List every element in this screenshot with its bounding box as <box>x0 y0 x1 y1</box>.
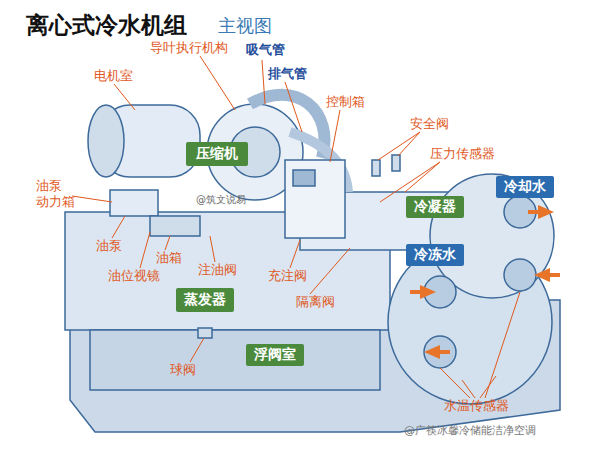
motor-end <box>88 105 124 177</box>
part-label: @筑文说易 <box>196 193 246 206</box>
part-label: 导叶执行机构 <box>150 40 228 56</box>
part-label: 安全阀 <box>410 116 449 132</box>
part-label: 油箱 <box>156 250 182 266</box>
ball-valve <box>198 328 212 338</box>
part-tag-text: 浮阀室 <box>254 346 296 364</box>
suction-pipe <box>250 95 324 158</box>
nozzle <box>424 336 456 368</box>
part-tag: 浮阀室 <box>246 344 304 366</box>
part-label: 球阀 <box>170 362 196 378</box>
safety-valve <box>372 160 380 176</box>
part-tag: 冷却水 <box>496 176 554 198</box>
part-label: 水温传感器 <box>444 398 509 414</box>
flow-arrows <box>410 205 560 359</box>
part-tag-text: 蒸发器 <box>184 291 226 309</box>
part-label: 电机室 <box>94 68 133 84</box>
oil-tank <box>150 216 200 236</box>
safety-valve <box>392 155 400 171</box>
part-label: 压力传感器 <box>430 146 495 162</box>
part-label: 油泵 <box>96 238 122 254</box>
part-label: 排气管 <box>268 66 307 82</box>
part-label: 油位视镜 <box>108 268 160 284</box>
part-tag-text: 冷冻水 <box>414 246 456 264</box>
part-label: 油泵 动力箱 <box>36 178 76 210</box>
control-box <box>285 160 345 238</box>
nozzle <box>504 259 536 291</box>
control-screen <box>293 170 315 186</box>
diagram-title: 离心式冷水机组 <box>26 10 187 41</box>
part-tag-text: 冷凝器 <box>414 198 456 216</box>
part-label: 注油阀 <box>198 262 237 278</box>
float-chamber <box>90 330 380 390</box>
leader-lines <box>72 56 520 398</box>
part-label: 充注阀 <box>268 268 307 284</box>
part-label: @广筷冰馨冷储能洁净空调 <box>404 424 536 438</box>
part-label: 吸气管 <box>246 42 285 58</box>
part-label: 控制箱 <box>326 94 365 110</box>
oil-pump-box <box>110 190 158 216</box>
part-tag: 蒸发器 <box>176 288 234 312</box>
part-tag-text: 冷却水 <box>504 178 546 196</box>
part-label: 主视图 <box>218 15 272 36</box>
part-label: 隔离阀 <box>296 294 335 310</box>
part-tag: 冷冻水 <box>406 244 464 266</box>
part-tag: 冷凝器 <box>406 196 464 218</box>
part-tag-text: 压缩机 <box>196 145 238 163</box>
part-tag: 压缩机 <box>186 142 248 166</box>
